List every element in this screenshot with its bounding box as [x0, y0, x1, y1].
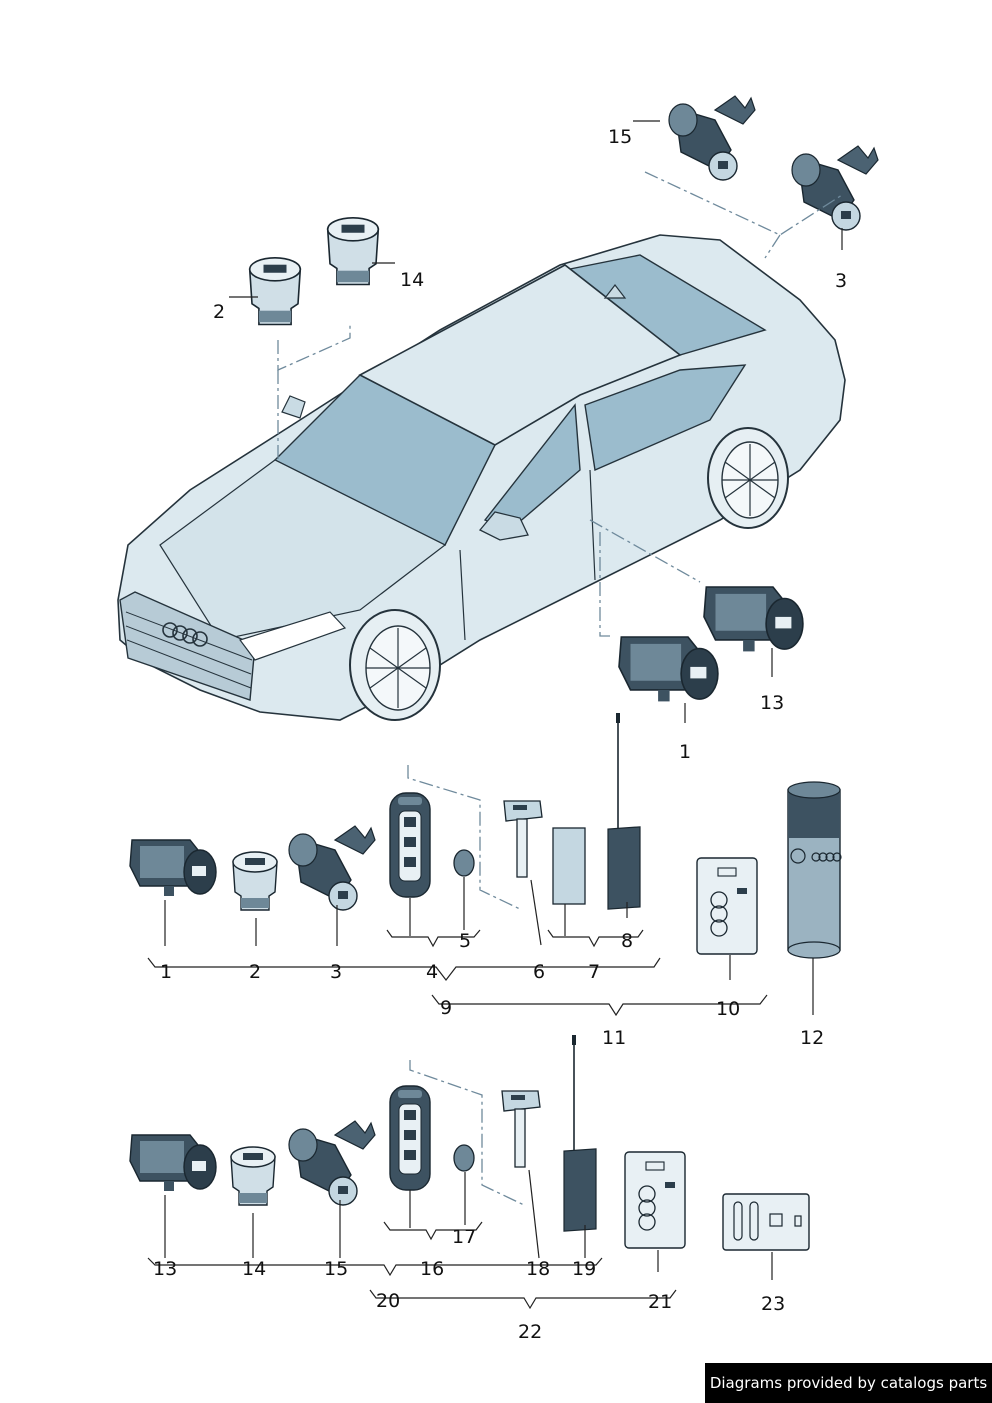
- dashed-leaders: [277, 171, 843, 1206]
- callout-14-top: 14: [400, 269, 424, 291]
- part-1-13-top: [618, 586, 804, 703]
- callout-r2-16: 16: [420, 1258, 444, 1280]
- callout-r2-13: 13: [153, 1258, 177, 1280]
- row1-callouts: 1 2 3 4 5 6 7 8 9 10 11 12: [160, 930, 824, 1049]
- callout-r1-5: 5: [459, 930, 471, 952]
- callout-r1-4: 4: [426, 961, 438, 983]
- callout-r2-22: 22: [518, 1321, 542, 1343]
- callout-r1-8: 8: [621, 930, 633, 952]
- callout-r1-2: 2: [249, 961, 261, 983]
- callout-r2-19: 19: [572, 1258, 596, 1280]
- callout-3-top: 3: [835, 270, 847, 292]
- row2-parts: [129, 1034, 810, 1251]
- row1-leaders: [147, 877, 814, 1017]
- callout-r1-9: 9: [440, 997, 452, 1019]
- part-15-top: [668, 95, 879, 231]
- top-leaders: [229, 120, 843, 723]
- callout-r1-10: 10: [716, 998, 740, 1020]
- callout-r1-12: 12: [800, 1027, 824, 1049]
- callout-r1-7: 7: [588, 961, 600, 983]
- callout-r2-17: 17: [452, 1226, 476, 1248]
- callout-1-top: 1: [679, 741, 691, 763]
- callout-r1-11: 11: [602, 1027, 626, 1049]
- callout-r1-6: 6: [533, 961, 545, 983]
- callout-13-top: 13: [760, 692, 784, 714]
- callout-r2-15: 15: [324, 1258, 348, 1280]
- top-callouts: 15 3 2 14 1 13: [213, 126, 847, 763]
- callout-r2-18: 18: [526, 1258, 550, 1280]
- part-2-14-top: [248, 216, 380, 326]
- callout-15-top: 15: [608, 126, 632, 148]
- callout-r2-23: 23: [761, 1293, 785, 1315]
- car-illustration: [117, 234, 846, 721]
- footer-credit: Diagrams provided by catalogs parts: [705, 1363, 992, 1403]
- row1-parts: [129, 712, 842, 959]
- callout-2-top: 2: [213, 301, 225, 323]
- row2-leaders: [147, 1169, 773, 1310]
- callout-r2-20: 20: [376, 1290, 400, 1312]
- callout-r1-1: 1: [160, 961, 172, 983]
- callout-r2-21: 21: [648, 1291, 672, 1313]
- callout-r2-14: 14: [242, 1258, 266, 1280]
- row2-callouts: 13 14 15 16 17 18 19 20 21 22 23: [153, 1226, 785, 1343]
- callout-r1-3: 3: [330, 961, 342, 983]
